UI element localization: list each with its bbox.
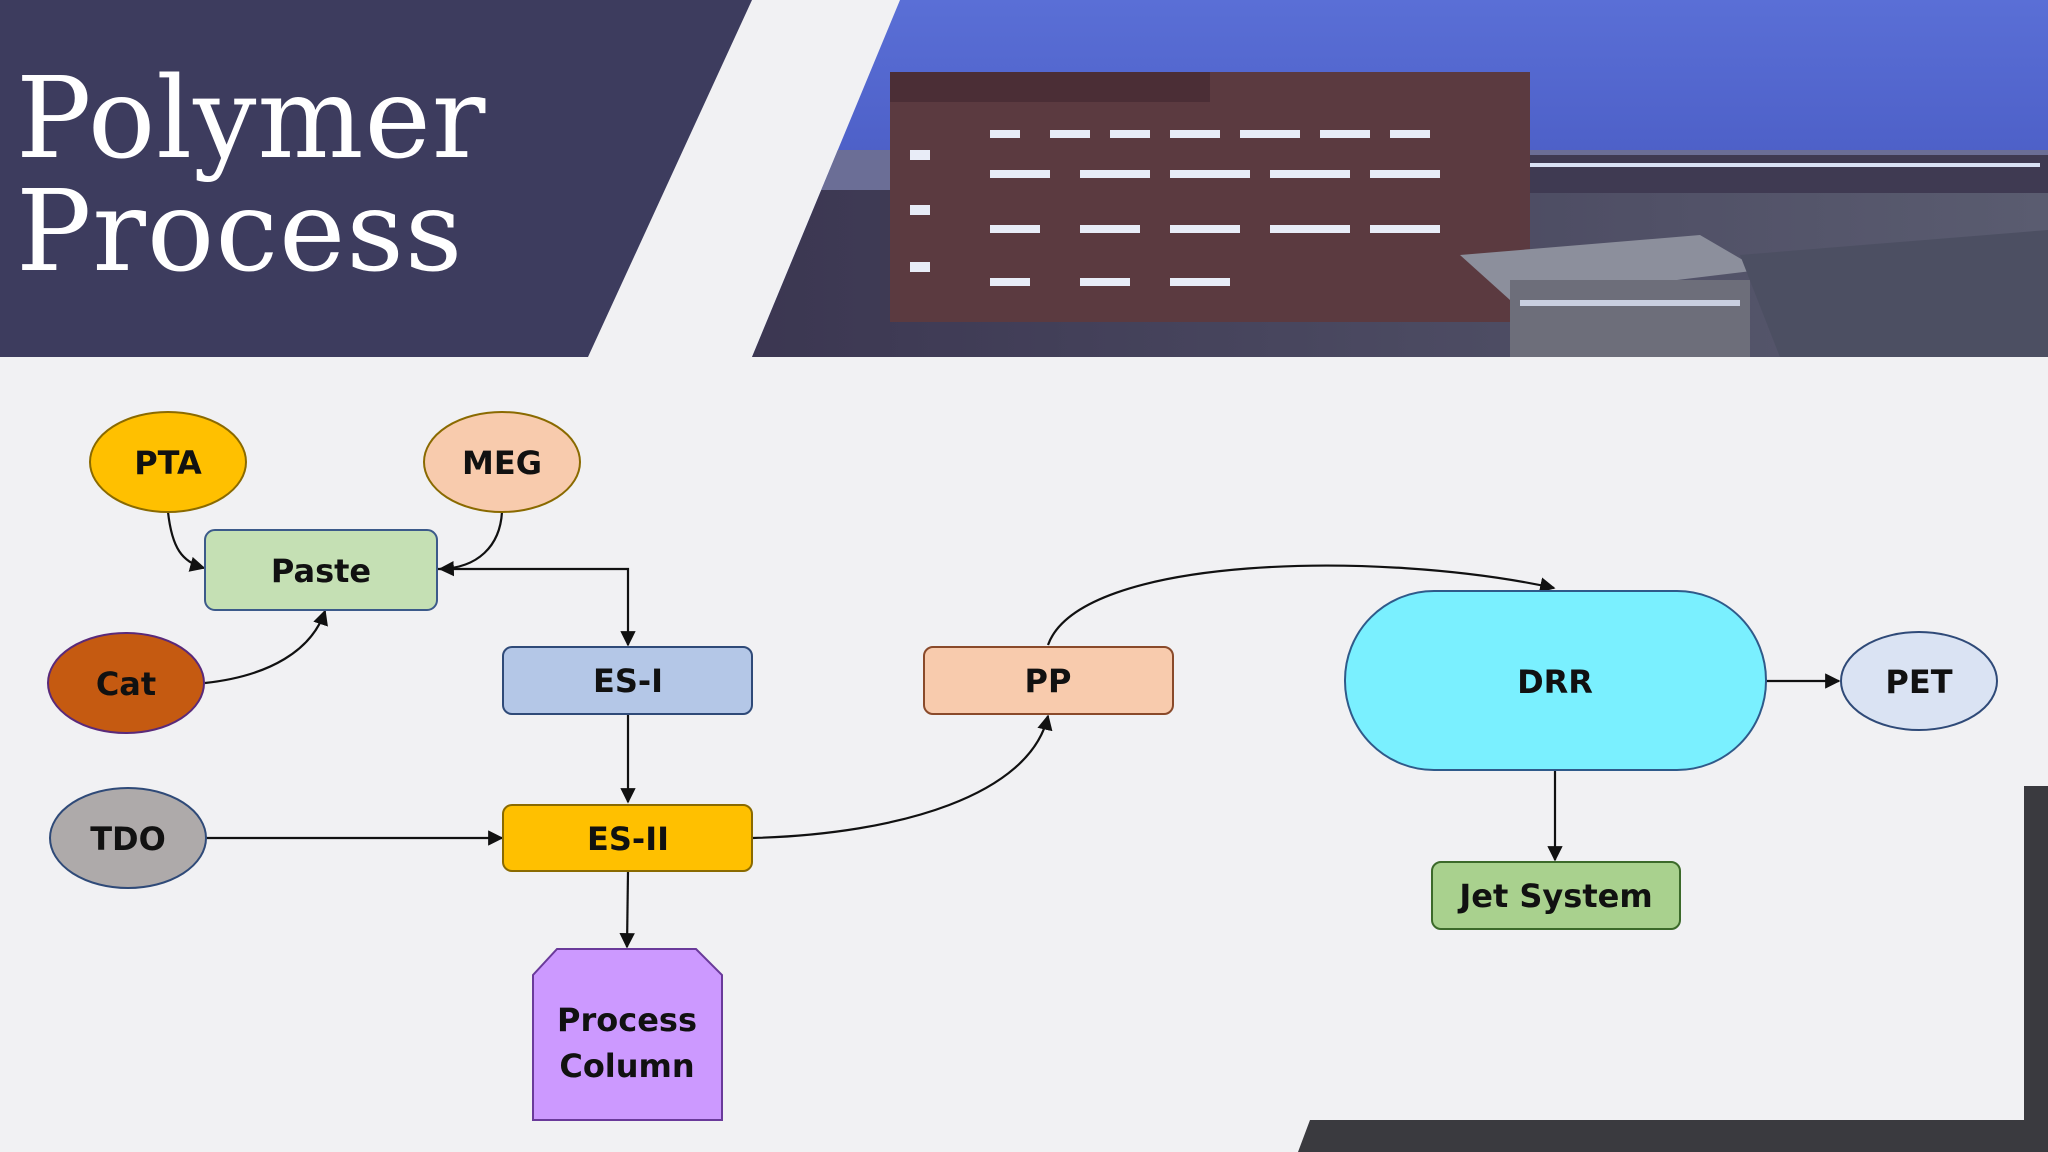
- node-meg: MEG: [423, 411, 581, 513]
- node-tdo: TDO: [49, 787, 207, 889]
- title-line-1: Polymer: [16, 54, 486, 184]
- node-jet-system: Jet System: [1431, 861, 1681, 930]
- node-paste-label: Paste: [271, 552, 371, 590]
- node-es1-label: ES-I: [593, 662, 663, 700]
- edges: [166, 511, 1841, 949]
- edge-es2-pp: [752, 714, 1053, 840]
- node-es2: ES-II: [502, 804, 753, 872]
- edge-pp-drr: [1046, 564, 1556, 646]
- node-jet-system-label: Jet System: [1457, 877, 1652, 915]
- node-pp-shape: [923, 646, 1174, 715]
- node-meg-shape: [423, 411, 581, 513]
- node-cat: Cat: [47, 632, 205, 734]
- node-pta: PTA: [89, 411, 247, 513]
- node-es2-label: ES-II: [587, 820, 669, 858]
- node-drr-label: DRR: [1517, 663, 1593, 701]
- node-pp: PP: [923, 646, 1174, 715]
- edge-meg-paste: [438, 511, 504, 577]
- title-line-2: Process: [16, 167, 463, 297]
- node-process-column-label-1: Process: [557, 1001, 697, 1039]
- node-jet-system-shape: [1431, 861, 1681, 930]
- plant-photo: [752, 0, 2048, 357]
- node-drr-shape: [1344, 590, 1767, 771]
- node-cat-label: Cat: [96, 665, 156, 703]
- edge-paste-es1: [437, 567, 636, 647]
- edge-es2-column: [619, 870, 635, 949]
- corner-accent: [1298, 786, 2048, 1152]
- node-pta-label: PTA: [134, 444, 202, 482]
- node-es1-shape: [502, 646, 753, 715]
- node-paste-shape: [204, 529, 438, 611]
- node-meg-label: MEG: [462, 444, 542, 482]
- node-es1: ES-I: [502, 646, 753, 715]
- node-pp-label: PP: [1025, 662, 1072, 700]
- node-tdo-shape: [49, 787, 207, 889]
- node-process-column-label-2: Column: [559, 1047, 694, 1085]
- node-process-column-shape: [532, 948, 723, 1121]
- title-banner: [0, 0, 752, 357]
- node-process-column: Process Column: [532, 948, 723, 1121]
- node-es2-shape: [502, 804, 753, 872]
- node-pta-shape: [89, 411, 247, 513]
- edge-cat-paste: [204, 609, 328, 685]
- node-pet: PET: [1840, 631, 1998, 731]
- node-paste: Paste: [204, 529, 438, 611]
- node-tdo-label: TDO: [90, 820, 166, 858]
- node-pet-label: PET: [1885, 663, 1952, 701]
- node-cat-shape: [47, 632, 205, 734]
- node-drr: DRR: [1344, 590, 1767, 771]
- edge-pta-paste: [166, 511, 206, 572]
- node-pet-shape: [1840, 631, 1998, 731]
